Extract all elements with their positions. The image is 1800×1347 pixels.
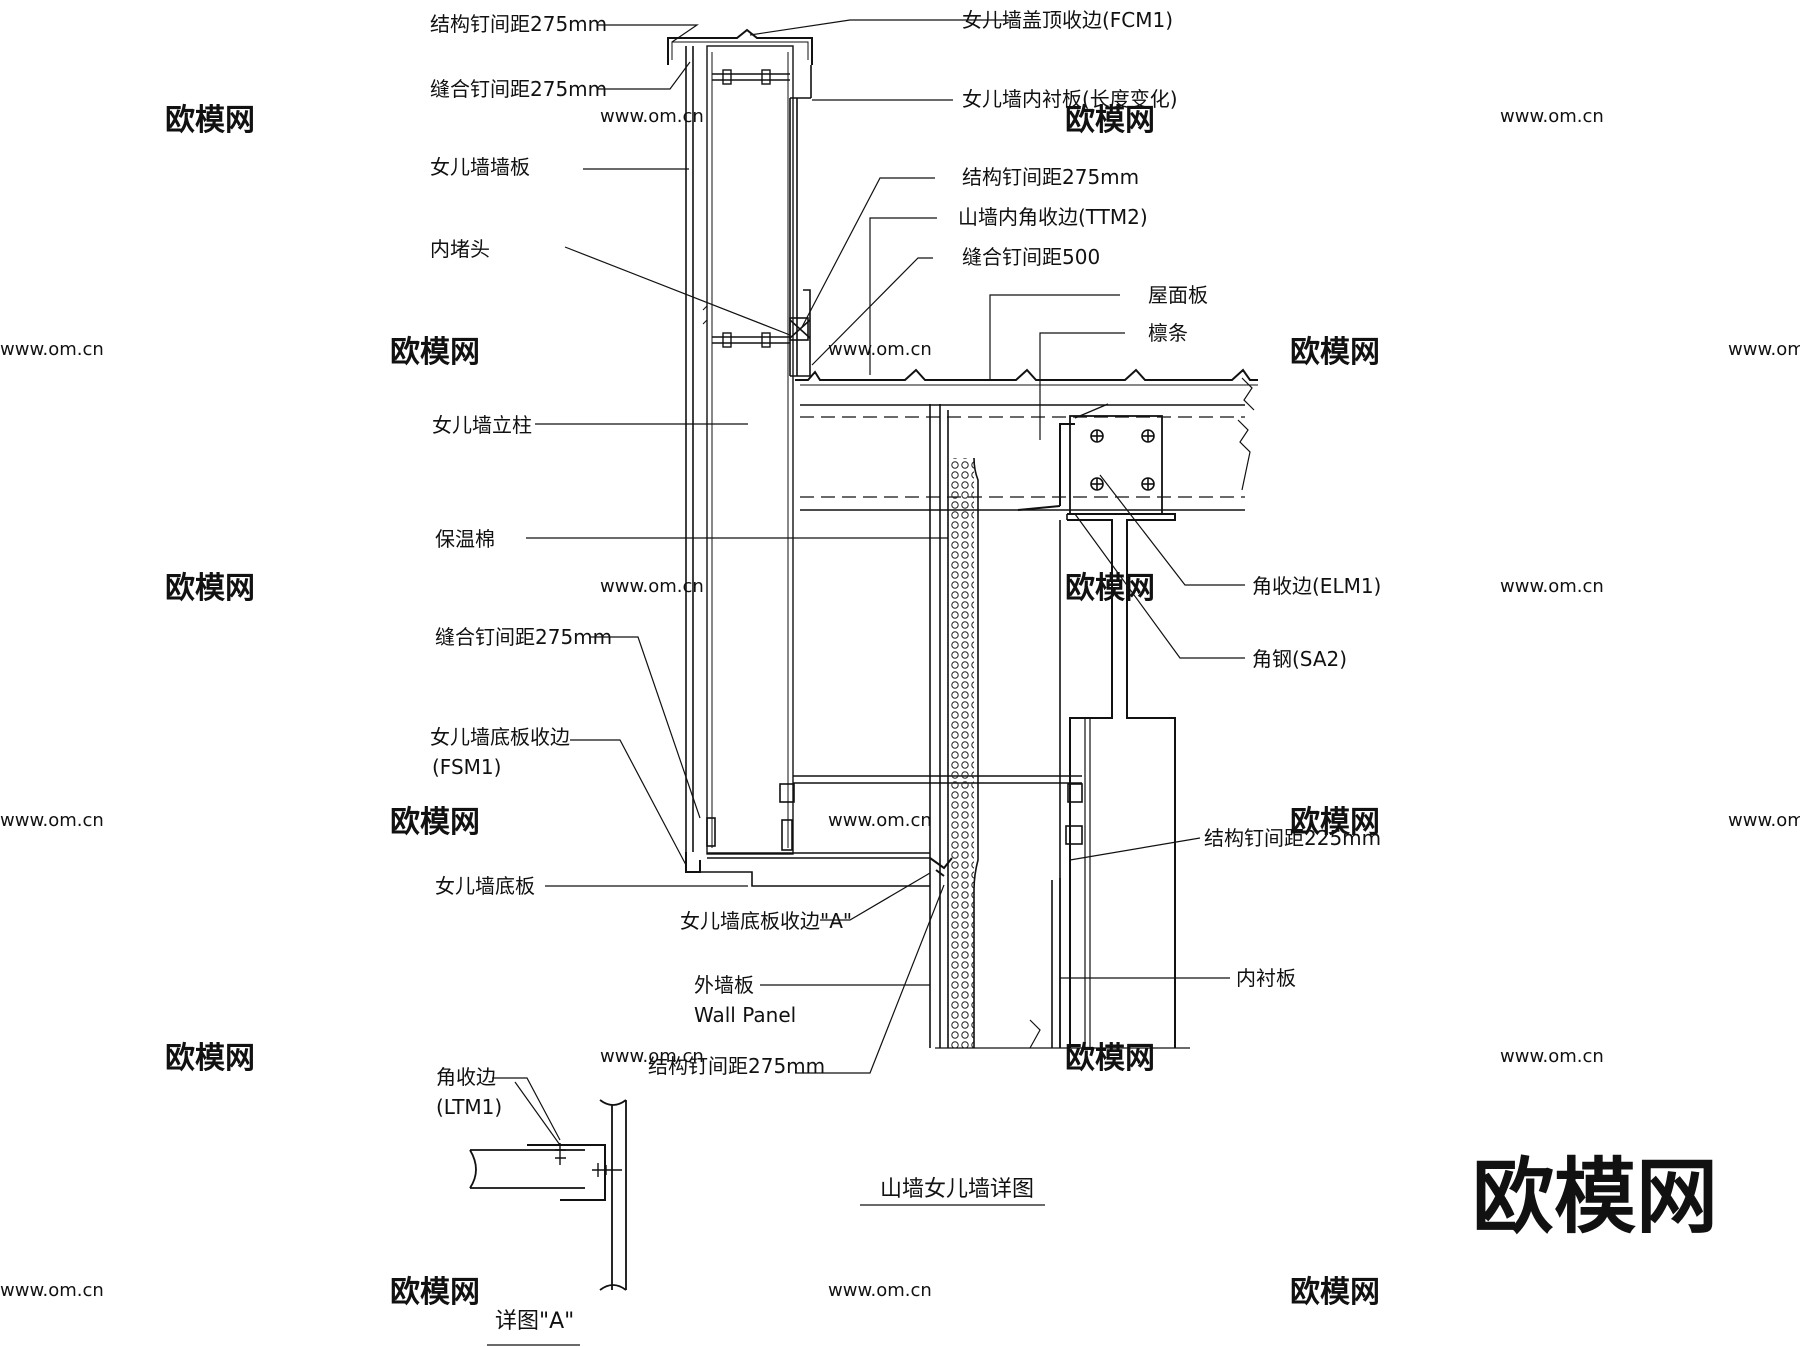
label-corner-flashing-ltm1-line1: 角收边 — [436, 1065, 496, 1089]
steel-column — [1067, 513, 1176, 1048]
watermark-logo: 欧模网 — [390, 335, 480, 370]
label-structure-nail-275-top: 结构钉间距275mm — [430, 12, 607, 36]
watermark-url: www.om.cn — [600, 576, 704, 597]
roof-and-steel — [795, 368, 1258, 1048]
parapet-assembly — [667, 28, 1083, 887]
watermark-logo: 欧模网 — [1290, 1275, 1380, 1310]
watermark-logo: 欧模网 — [1290, 805, 1380, 840]
watermark-logo: 欧模网 — [1290, 335, 1380, 370]
label-wall-panel-cn: 外墙板 — [694, 973, 754, 997]
girt-top — [712, 69, 790, 85]
watermark-url: www.om.cn — [828, 810, 932, 831]
watermark-url: www.om.cn — [0, 810, 104, 831]
label-parapet-wall-panel: 女儿墙墙板 — [430, 155, 530, 179]
roof-panel — [795, 368, 1258, 381]
parapet-column — [706, 45, 794, 855]
label-structure-nail-275-mid: 结构钉间距275mm — [962, 165, 1139, 189]
annotation-labels: 结构钉间距275mm 女儿墙盖顶收边(FCM1) 缝合钉间距275mm 女儿墙内… — [430, 8, 1718, 1334]
watermark-url: www.om.cn — [600, 1046, 704, 1067]
label-inner-closure: 内堵头 — [430, 237, 490, 261]
watermark-logo: 欧模网 — [165, 571, 255, 606]
girt-mid — [702, 304, 790, 348]
watermark-url: www.om.cn — [1500, 576, 1604, 597]
label-structure-nail-275-bottom: 结构钉间距275mm — [648, 1054, 825, 1078]
label-angle-steel-sa2: 角钢(SA2) — [1252, 647, 1347, 671]
outer-wall — [929, 404, 1190, 1049]
leader-lines — [487, 19, 1245, 1346]
corner-flashing-elm1 — [1017, 423, 1075, 511]
watermark-logo: 欧模网 — [1065, 1041, 1155, 1076]
bolts — [1090, 429, 1155, 491]
label-soffit-flashing-a: 女儿墙底板收边"A" — [680, 909, 852, 933]
watermark-url: www.om.cn — [828, 339, 932, 360]
label-stitch-nail-275-top: 缝合钉间距275mm — [430, 77, 607, 101]
label-stitch-nail-500: 缝合钉间距500 — [962, 245, 1100, 269]
label-purlin: 檩条 — [1148, 321, 1188, 345]
watermark-logo: 欧模网 — [165, 103, 255, 138]
label-structure-nail-225: 结构钉间距225mm — [1204, 826, 1381, 850]
detail-a-caption: 详图"A" — [495, 1309, 574, 1334]
label-soffit-flashing-line2: (FSM1) — [432, 755, 501, 779]
detail-a — [469, 1081, 627, 1291]
corner-flashing-ltm1 — [527, 1144, 606, 1201]
watermark-logo: 欧模网 — [390, 805, 480, 840]
drawing-title: 山墙女儿墙详图 — [880, 1177, 1034, 1202]
inner-corner-flashing-ttm2 — [790, 289, 811, 377]
label-liner-panel-varies: 女儿墙内衬板(长度变化) — [962, 87, 1178, 111]
watermark-url: www.om.cn — [1500, 106, 1604, 127]
watermark-layer: 欧模网 欧模网 欧模网 欧模网 欧模网 欧模网 欧模网 欧模网 欧模网 欧模网 … — [0, 103, 1800, 1310]
watermark-logo: 欧模网 — [165, 1041, 255, 1076]
watermark-url: www.om.cn — [0, 339, 104, 360]
label-wall-panel-en: Wall Panel — [694, 1003, 796, 1027]
label-parapet-column: 女儿墙立柱 — [432, 413, 532, 437]
wall-insulation — [948, 458, 974, 1048]
parapet-soffit — [685, 817, 930, 887]
label-insulation: 保温棉 — [435, 527, 495, 551]
watermark-url: www.om.cn — [1728, 339, 1800, 360]
watermark-url: www.om.cn — [0, 1280, 104, 1301]
watermark-url: www.om.cn — [1728, 810, 1800, 831]
label-roof-panel: 屋面板 — [1148, 283, 1208, 307]
label-gable-inner-corner: 山墙内角收边(TTM2) — [958, 205, 1148, 229]
soffit-flashing-fsm1 — [685, 852, 701, 873]
watermark-logo: 欧模网 — [1065, 571, 1155, 606]
label-soffit-flashing-line1: 女儿墙底板收边 — [430, 725, 570, 749]
inner-closure — [789, 317, 811, 341]
label-cap-flashing: 女儿墙盖顶收边(FCM1) — [962, 8, 1173, 32]
label-corner-flashing-elm1: 角收边(ELM1) — [1252, 574, 1381, 598]
label-corner-flashing-ltm1-line2: (LTM1) — [436, 1095, 502, 1119]
watermark-url: www.om.cn — [600, 106, 704, 127]
watermark-url: www.om.cn — [828, 1280, 932, 1301]
label-parapet-soffit: 女儿墙底板 — [435, 874, 535, 898]
watermark-url: www.om.cn — [1500, 1046, 1604, 1067]
label-stitch-nail-275-low: 缝合钉间距275mm — [435, 625, 612, 649]
cap-flashing-fcm1 — [667, 28, 813, 65]
label-liner-panel: 内衬板 — [1236, 966, 1296, 990]
watermark-logo: 欧模网 — [390, 1275, 480, 1310]
watermark-logo: 欧模网 — [1065, 103, 1155, 138]
brand-logo: 欧模网 — [1472, 1150, 1718, 1245]
